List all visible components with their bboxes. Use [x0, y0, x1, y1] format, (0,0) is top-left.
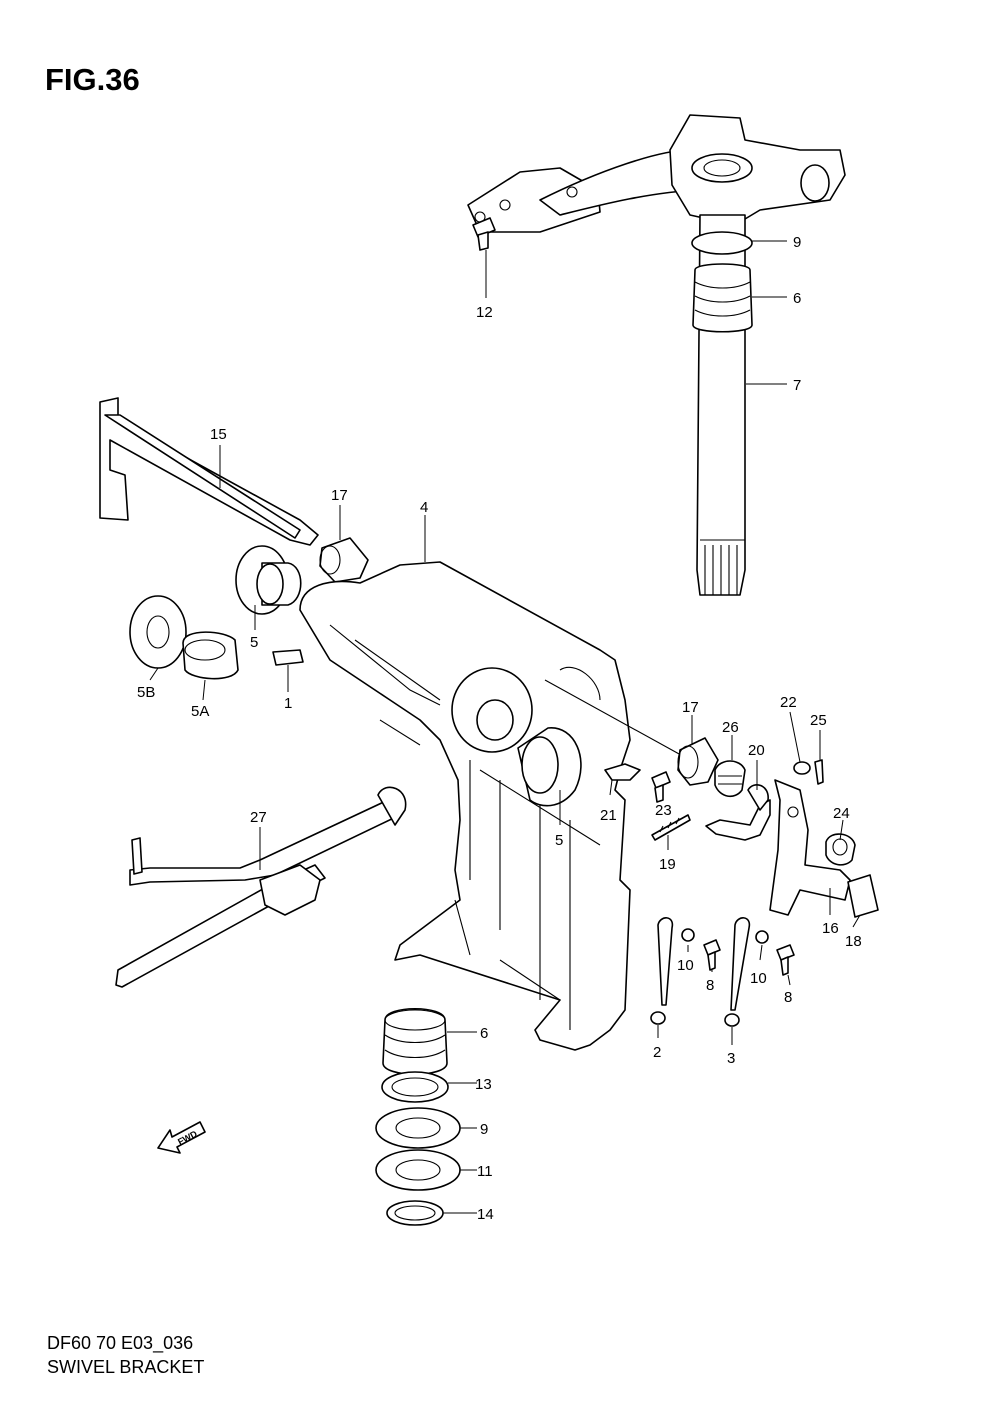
callout-17-right: 17: [682, 699, 699, 716]
bushing-17-right: [677, 737, 719, 786]
washer-11: [375, 1149, 461, 1191]
callout-14: 14: [477, 1206, 494, 1223]
bushing-6-lower: [382, 1007, 448, 1076]
spring-19: [651, 814, 691, 841]
callout-labels: 9 6 7 12 15 17 4 5 5B 5A 1 17 26 22 25 2…: [137, 234, 862, 1223]
callout-25: 25: [810, 712, 827, 729]
callout-21: 21: [600, 807, 617, 824]
cotter-pin-25: [814, 759, 824, 785]
figure-title: FIG.36: [45, 62, 140, 97]
bushing-17-left: [319, 537, 369, 583]
screw-8-left: [703, 939, 721, 971]
nut-24: [825, 833, 856, 866]
callout-5a: 5A: [191, 703, 209, 720]
bushing-5-lower: [517, 727, 582, 807]
bushing-5-upper: [235, 545, 302, 615]
circlip-14: [386, 1200, 444, 1226]
grease-nipple-1: [272, 649, 304, 666]
callout-18: 18: [845, 933, 862, 950]
callout-6-top: 6: [793, 290, 801, 307]
callout-8-left: 8: [706, 977, 714, 994]
callout-24: 24: [833, 805, 850, 822]
leader-lines: [149, 240, 861, 1214]
callout-10-left: 10: [677, 957, 694, 974]
callout-1: 1: [284, 695, 292, 712]
callout-5-upper: 5: [250, 634, 258, 651]
lever-20: [705, 784, 771, 841]
callout-4: 4: [420, 499, 428, 516]
pad-18: [847, 874, 879, 918]
tilt-tube: [99, 397, 319, 546]
callout-8-right: 8: [784, 989, 792, 1006]
callout-3: 3: [727, 1050, 735, 1067]
washer-10-right: [755, 930, 769, 944]
bushing-5a: [182, 631, 239, 680]
ground-wire-3: [724, 917, 751, 1027]
washer-22: [793, 761, 811, 775]
lever-16: [769, 779, 851, 916]
callout-9-top: 9: [793, 234, 801, 251]
bolt-23: [651, 771, 671, 803]
callout-15: 15: [210, 426, 227, 443]
spring-26: [714, 760, 746, 798]
steering-link-rod: [115, 786, 407, 988]
steering-bracket: [467, 114, 846, 233]
callout-27: 27: [250, 809, 267, 826]
callout-5b: 5B: [137, 684, 155, 701]
washer-10-left: [681, 928, 695, 942]
callout-10-right: 10: [750, 970, 767, 987]
callout-16: 16: [822, 920, 839, 937]
callout-6-lower: 6: [480, 1025, 488, 1042]
callout-22: 22: [780, 694, 797, 711]
callout-2: 2: [653, 1044, 661, 1061]
model-code: DF60 70 E03_036: [47, 1333, 194, 1353]
callout-7: 7: [793, 377, 801, 394]
callout-19: 19: [659, 856, 676, 873]
diagram-caption: SWIVEL BRACKET: [47, 1357, 205, 1377]
callout-26: 26: [722, 719, 739, 736]
callout-11: 11: [477, 1163, 493, 1180]
callout-13: 13: [475, 1076, 492, 1093]
screw-8-right: [776, 944, 795, 976]
swivel-bracket: [299, 561, 631, 1051]
callout-5-lower: 5: [555, 832, 563, 849]
callout-12: 12: [476, 304, 493, 321]
bracket-21: [604, 763, 641, 781]
washer-5b: [129, 595, 187, 669]
ground-wire-2: [650, 917, 674, 1025]
fwd-direction-arrow: FWD: [157, 1121, 206, 1154]
washer-9-lower: [375, 1107, 461, 1149]
callout-23: 23: [655, 802, 672, 819]
bolt-12: [472, 217, 496, 251]
callout-20: 20: [748, 742, 765, 759]
callout-17-left: 17: [331, 487, 348, 504]
steering-shaft: [691, 214, 753, 596]
ring-13: [381, 1071, 449, 1103]
callout-9-lower: 9: [480, 1121, 488, 1138]
